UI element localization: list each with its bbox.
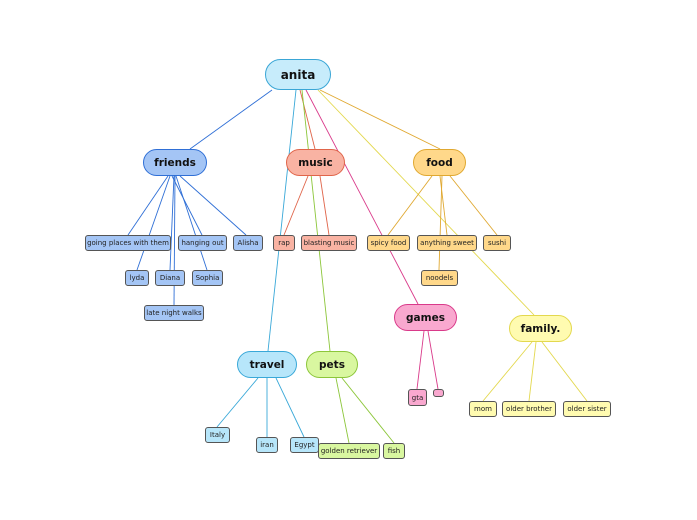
subtopic-mom[interactable]: mom	[469, 401, 497, 417]
subtopic-noodels[interactable]: noodels	[421, 270, 458, 286]
subtopic-late-night-walks[interactable]: late night walks	[144, 305, 204, 321]
subtopic-alisha[interactable]: Alisha	[233, 235, 263, 251]
topic-games[interactable]: games	[394, 304, 457, 331]
connector-pets	[301, 89, 331, 352]
connector-food	[438, 175, 443, 271]
connector-travel	[216, 377, 259, 428]
subtopic-blasting-music[interactable]: blasting music	[301, 235, 357, 251]
connector-friends	[169, 175, 175, 271]
subtopic-fish[interactable]: fish	[383, 443, 405, 459]
connector-food	[439, 175, 448, 236]
connector-games	[305, 89, 419, 305]
subtopic-hanging-out[interactable]: hanging out	[178, 235, 227, 251]
connector-pets	[335, 377, 350, 444]
subtopic-sushi[interactable]: sushi	[483, 235, 511, 251]
subtopic-spicy-food[interactable]: spicy food	[367, 235, 410, 251]
connector-friends	[179, 175, 247, 236]
subtopic-going-places[interactable]: going places with them	[85, 235, 171, 251]
central-node[interactable]: anita	[265, 59, 331, 90]
connector-family	[541, 341, 588, 402]
subtopic-anything-sweet[interactable]: anything sweet	[417, 235, 477, 251]
subtopic-older-sister[interactable]: older sister	[563, 401, 611, 417]
connector-games	[416, 330, 425, 390]
connector-friends	[136, 175, 171, 271]
connector-family	[528, 341, 537, 402]
subtopic-diana[interactable]: Diana	[155, 270, 185, 286]
connector-pets	[341, 377, 395, 444]
connector-food	[449, 175, 498, 236]
connector-friends	[127, 175, 169, 236]
topic-pets[interactable]: pets	[306, 351, 358, 378]
connector-friends	[189, 89, 273, 150]
topic-travel[interactable]: travel	[237, 351, 297, 378]
subtopic-sophia[interactable]: Sophia	[192, 270, 223, 286]
connector-friends	[171, 175, 203, 236]
topic-music[interactable]: music	[286, 149, 345, 176]
subtopic-older-brother[interactable]: older brother	[502, 401, 556, 417]
subtopic-lyda[interactable]: lyda	[125, 270, 149, 286]
connector-games	[427, 330, 439, 390]
subtopic-rap[interactable]: rap	[273, 235, 295, 251]
topic-friends[interactable]: friends	[143, 149, 207, 176]
subtopic-italy[interactable]: Italy	[205, 427, 230, 443]
connector-travel	[275, 377, 305, 438]
connector-food	[387, 175, 433, 236]
connector-travel	[267, 89, 297, 352]
subtopic-iran[interactable]: iran	[256, 437, 278, 453]
subtopic-egypt[interactable]: Egypt	[290, 437, 319, 453]
connector-music	[283, 175, 309, 236]
subtopic-empty[interactable]	[433, 389, 444, 397]
topic-family[interactable]: family.	[509, 315, 572, 342]
subtopic-golden-retriever[interactable]: golden retriever	[318, 443, 380, 459]
connector-music	[319, 175, 330, 236]
connector-friends	[175, 175, 208, 271]
connector-family	[482, 341, 533, 402]
connector-food	[319, 89, 441, 150]
connector-family	[317, 89, 535, 316]
connector-music	[299, 89, 316, 150]
subtopic-gta[interactable]: gta	[408, 389, 427, 406]
topic-food[interactable]: food	[413, 149, 466, 176]
